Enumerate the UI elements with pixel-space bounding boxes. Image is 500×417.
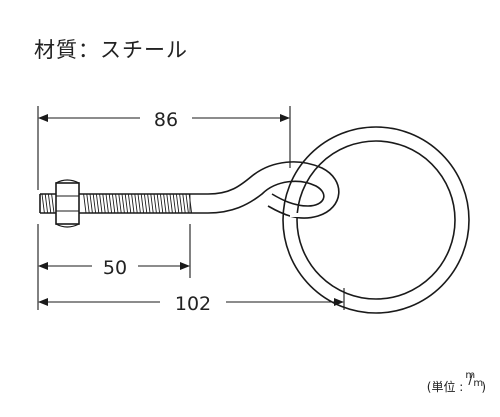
unit-mm-fraction: m / m [464, 370, 484, 391]
ring [282, 126, 470, 314]
dimension-86: 86 [37, 106, 291, 190]
unit-numerator: m [465, 370, 476, 381]
bolt-eye [207, 161, 340, 219]
unit-note: (単位 : m / m ) [426, 370, 486, 395]
dimension-102: 102 [38, 288, 345, 315]
dimension-label-102: 102 [175, 293, 211, 315]
material-label: 材質：スチール [34, 38, 188, 62]
unit-denominator: m [473, 378, 484, 389]
unit-prefix: (単位 : [426, 380, 464, 394]
thread-hatching [41, 193, 193, 214]
dimension-label-86: 86 [154, 109, 178, 131]
dimension-label-50: 50 [103, 257, 127, 279]
unit-suffix: ) [481, 380, 486, 394]
dimension-50: 50 [37, 224, 191, 310]
hex-nut [55, 179, 80, 228]
bolt-shank [39, 193, 208, 214]
unit-slash: / [468, 373, 473, 388]
